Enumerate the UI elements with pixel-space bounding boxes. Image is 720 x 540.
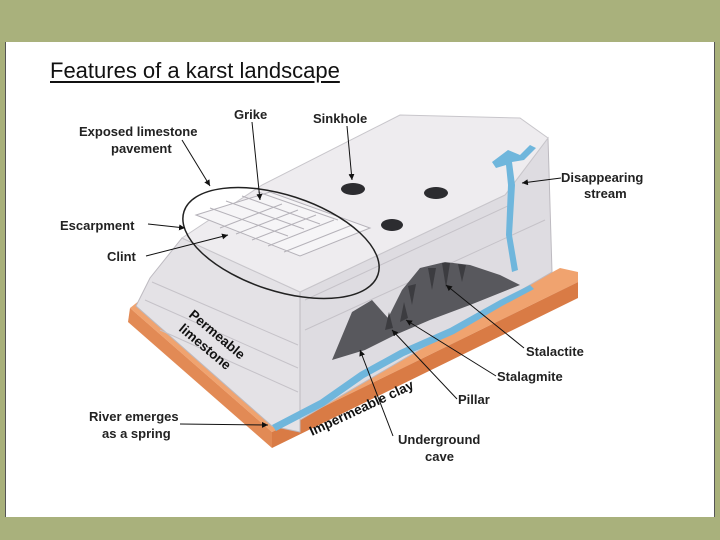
stalactite-label: Stalactite [526,344,584,359]
river-spring-label-line2: as a spring [102,426,171,441]
limestone-top-face [180,114,549,293]
sinkhole-label: Sinkhole [313,111,367,126]
sinkhole-1 [341,183,365,195]
disappearing-stream-label-line1: Disappearing [561,170,643,185]
top-frame-bar [0,0,720,42]
underground-cave-label-line2: cave [425,449,454,464]
pavement-outline [182,186,380,300]
exposed-pavement-label-line2: pavement [111,141,172,156]
underground-cave [332,262,520,360]
underground-cave-label-line1: Underground [398,432,480,447]
slide-title: Features of a karst landscape [50,58,340,83]
clay-front-face [128,308,272,448]
sinkhole-3 [381,219,403,231]
escarpment-label: Escarpment [60,218,135,233]
stalactites [408,263,466,305]
sinkhole-2 [424,187,448,199]
disappearing-stream-label-line2: stream [584,186,627,201]
stalagmites [385,302,408,330]
underground-river [272,285,534,431]
exposed-pavement-label-line1: Exposed limestone [79,124,197,139]
clint-label: Clint [107,249,137,264]
bottom-frame-bar [0,517,720,540]
stalagmite-label: Stalagmite [497,369,563,384]
leader-lines [145,121,562,437]
grike-label: Grike [234,107,267,122]
pillar-label: Pillar [458,392,490,407]
limestone-pavement-clints [194,191,372,257]
river-spring-label-line1: River emerges [89,409,179,424]
